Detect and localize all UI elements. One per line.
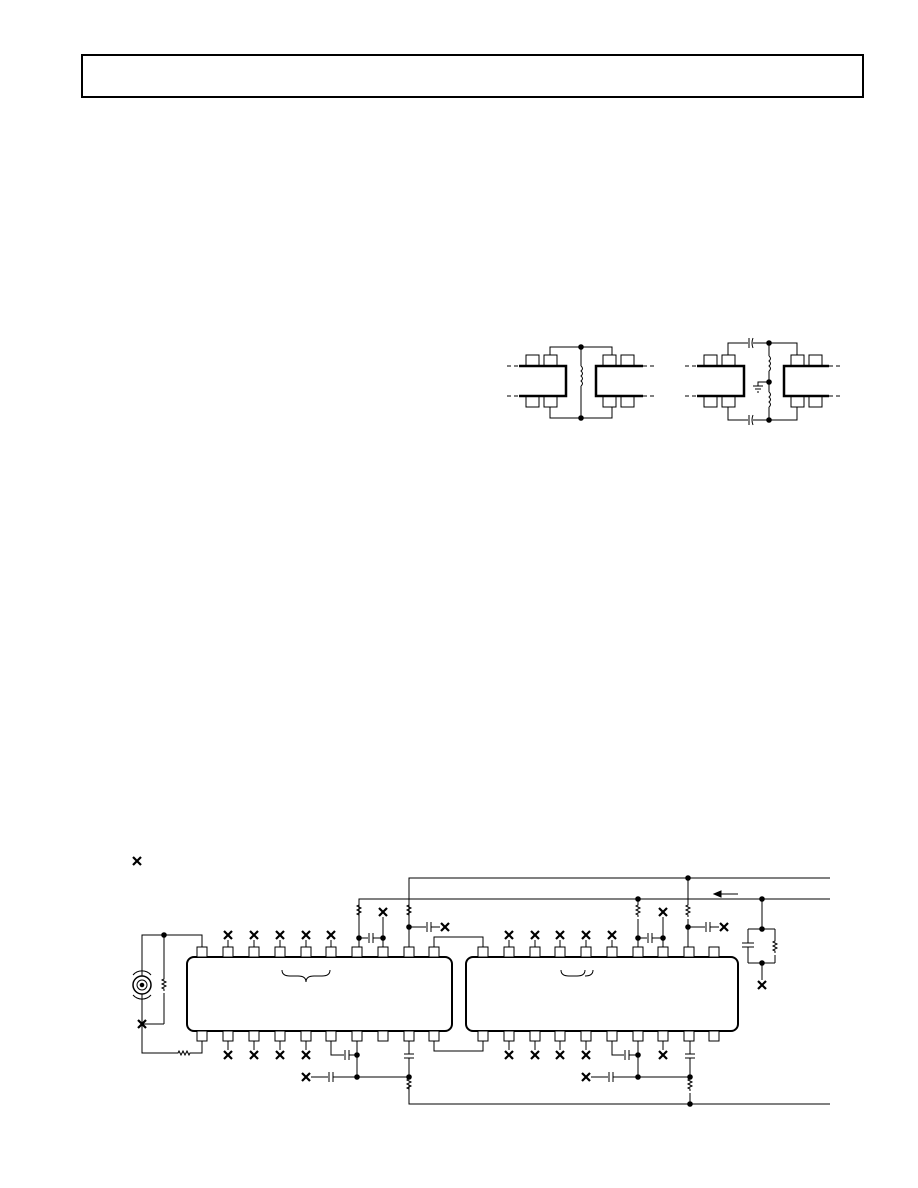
arrow-left-icon xyxy=(712,890,722,898)
left-ic-top-pins xyxy=(196,946,440,958)
top-right-schematic xyxy=(685,337,841,426)
junction-dot xyxy=(578,344,584,350)
right-ic-top-pins xyxy=(477,946,720,958)
left-ic-bottom-pins xyxy=(196,1030,440,1042)
bottom-schematic xyxy=(131,855,830,1107)
legend-ground-x-icon xyxy=(131,855,143,867)
top-left-schematic xyxy=(507,344,655,421)
junction-dot xyxy=(578,415,584,421)
header-frame xyxy=(81,54,864,98)
right-ic-bottom-pins xyxy=(477,1030,720,1042)
